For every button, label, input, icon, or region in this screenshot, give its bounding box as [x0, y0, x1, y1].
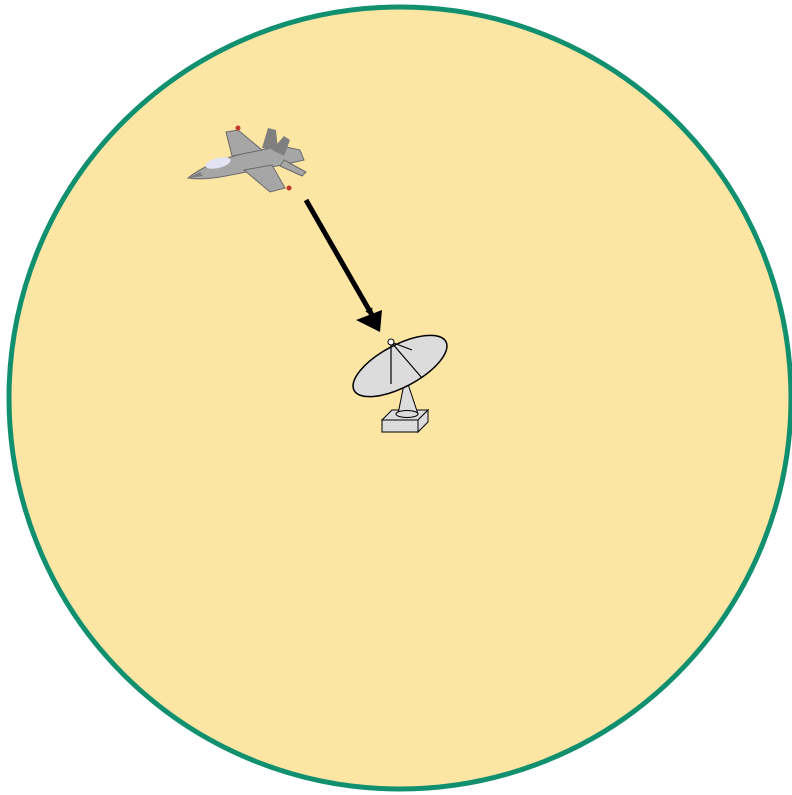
coverage-area [9, 7, 791, 789]
